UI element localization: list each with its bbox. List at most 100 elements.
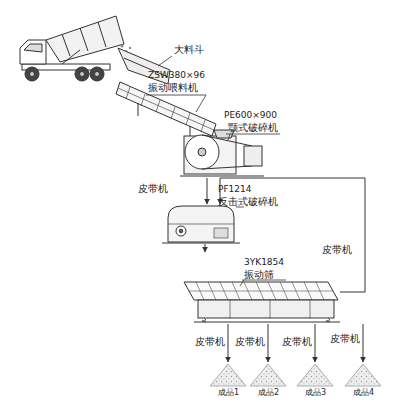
jaw-crusher: [228, 134, 230, 140]
dump-truck: [95, 72, 100, 77]
product-piles: [210, 364, 381, 386]
vibrating-feeder: [156, 100, 160, 112]
vibrating-screen: [310, 300, 311, 318]
vibrating-feeder: [138, 103, 139, 116]
jaw-crusher: PE600×900颚式破碎机: [180, 128, 264, 178]
conveyor-flow: [207, 178, 208, 204]
dump-truck: [20, 16, 124, 81]
machine-label: 振动筛: [244, 269, 274, 280]
impact-crusher: [179, 229, 183, 233]
dump-truck: [80, 28, 88, 51]
impact-crusher: [176, 226, 186, 236]
vibrating-screen: [184, 282, 338, 300]
conveyor-flow: [228, 324, 229, 362]
dump-truck: [24, 44, 42, 52]
jaw-crusher: [185, 135, 219, 169]
conveyor-label: 皮带机: [330, 333, 360, 344]
impact-crusher: PF1214反击式破碎机: [162, 204, 238, 244]
hopper: [158, 56, 172, 66]
product-piles: [210, 364, 246, 386]
dump-truck: [80, 72, 85, 77]
vibrating-screen: [280, 282, 288, 300]
vibrating-screen: [198, 300, 334, 318]
vibrating-feeder: [126, 87, 130, 99]
vibrating-screen: [244, 282, 252, 300]
jaw-crusher: [202, 135, 252, 146]
vibrating-screen: [189, 291, 333, 292]
vibrating-feeder: [141, 94, 145, 106]
machine-label: 大料斗: [174, 44, 204, 55]
vibrating-screen: [256, 282, 264, 300]
vibrating-screen: [230, 300, 231, 318]
vibrating-feeder: [171, 107, 175, 119]
conveyor-flow: [220, 178, 365, 292]
machine-label: 成品4: [353, 388, 374, 397]
jaw-crusher: [244, 146, 262, 166]
conveyor-label: 皮带机: [282, 336, 312, 347]
impact-crusher: [162, 243, 240, 244]
vibrating-screen: [316, 282, 324, 300]
vibrating-screen: [208, 282, 216, 300]
jaw-crusher: [180, 176, 264, 177]
falling-stones: [121, 45, 124, 48]
jaw-crusher: [180, 130, 280, 176]
conveyor-label: 皮带机: [235, 336, 265, 347]
dump-truck: [46, 16, 124, 62]
vibrating-screen: [240, 280, 244, 286]
vibrating-screen: [202, 318, 206, 322]
machine-label: 反击式破碎机: [218, 196, 278, 207]
product-pile: 成品2: [248, 362, 288, 386]
feeder: ZSW380×96振动喂料机: [116, 82, 218, 136]
vibrating-screen: [232, 282, 240, 300]
vibrating-screen: [326, 318, 330, 322]
impact-crusher: [168, 224, 234, 225]
machine-label: 成品1: [218, 388, 239, 397]
machine-label: 3YK1854: [244, 257, 284, 268]
conveyor-flow: [315, 324, 316, 362]
machine-label: PE600×900: [224, 110, 277, 121]
dump-truck: [30, 72, 35, 77]
vibrating-screen: [268, 282, 276, 300]
dump-truck: [25, 67, 39, 81]
vibrating-feeder: [201, 120, 205, 132]
dump-truck: [90, 67, 104, 81]
vibrating-feeder: [116, 82, 216, 138]
vibrating-screen: [184, 280, 340, 322]
jaw-crusher: [226, 134, 280, 135]
falling-stones: [129, 47, 131, 49]
dump-truck: [20, 40, 46, 64]
conveyor-flow: [268, 324, 269, 362]
vibrating-screen: [304, 282, 312, 300]
machine-label: ZSW380×96: [148, 70, 205, 81]
machine-label: PF1214: [218, 184, 252, 195]
product-piles: [250, 364, 286, 386]
vibrating-feeder: [186, 113, 190, 125]
vibrating-screen: [196, 282, 204, 300]
conveyor-flow: [205, 244, 206, 252]
vibrating-screen: [220, 282, 228, 300]
machine-label: 成品3: [305, 388, 326, 397]
machine-label: 成品2: [258, 388, 279, 397]
dump-truck: [98, 22, 106, 47]
product-pile: 成品1: [208, 362, 248, 386]
conveyor-label: 皮带机: [195, 336, 225, 347]
conveyor-label: 皮带机: [322, 244, 352, 255]
dump-truck: [62, 34, 70, 56]
vibrating-feeder: [118, 88, 214, 130]
vibrating-screen: 3YK1854振动筛: [180, 252, 340, 324]
product-piles: [345, 364, 381, 386]
vibrating-feeder: [116, 82, 216, 136]
impact-crusher: [214, 228, 228, 238]
vibrating-feeder: [146, 95, 206, 112]
jaw-crusher: [198, 148, 206, 156]
impact-crusher: [168, 206, 234, 242]
product-piles: [297, 364, 333, 386]
vibrating-screen: [270, 300, 271, 318]
product-pile: 成品3: [295, 362, 335, 386]
conveyor-flow: [363, 324, 364, 362]
product-pile: 成品4: [343, 362, 383, 386]
machine-label: 颚式破碎机: [228, 122, 278, 133]
vibrating-screen: [292, 282, 300, 300]
impact-crusher: [162, 206, 244, 243]
